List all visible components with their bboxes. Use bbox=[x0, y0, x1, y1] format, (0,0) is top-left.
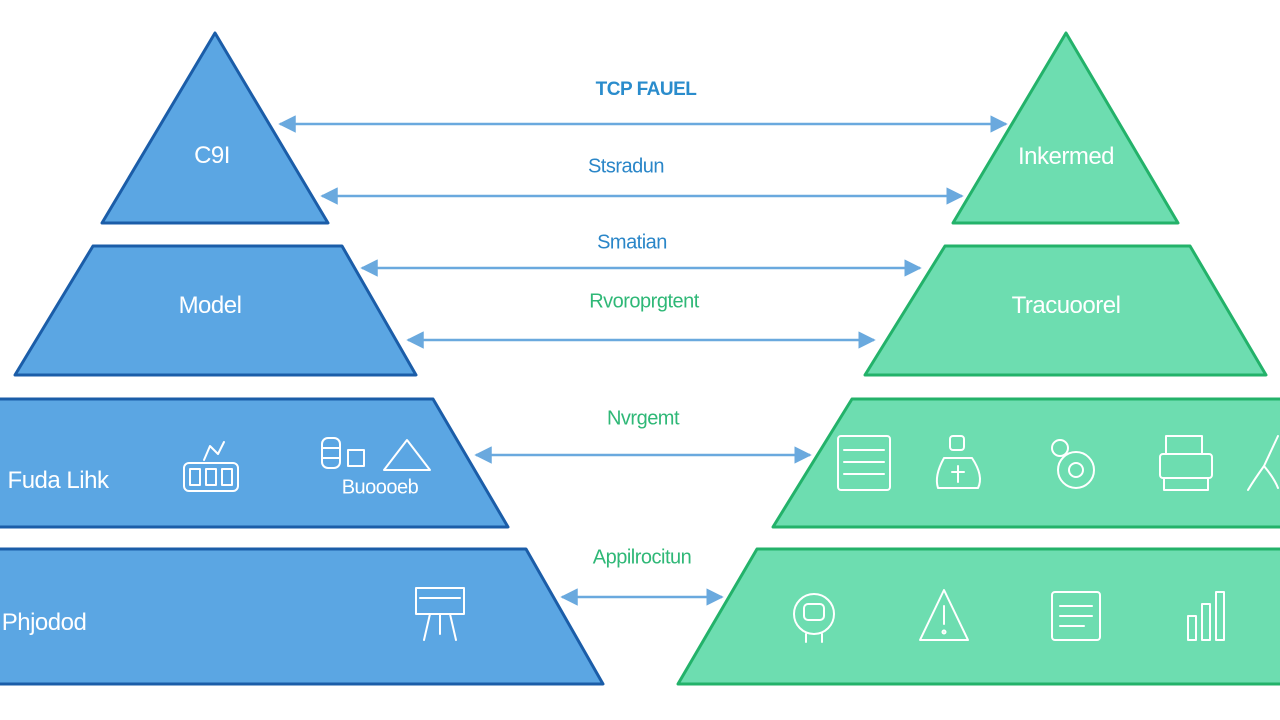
right-pyramid-layer-1 bbox=[951, 31, 1180, 225]
database-icon bbox=[321, 437, 365, 469]
gear-person-gear bbox=[1057, 451, 1095, 489]
circuit-board-icon bbox=[183, 441, 239, 492]
right-pyramid-layer-3 bbox=[771, 397, 1280, 529]
alert-triangle-outline bbox=[919, 589, 969, 641]
gear-person-head bbox=[1051, 439, 1069, 457]
circuit-board-chip-a bbox=[189, 468, 201, 486]
pipette-shape bbox=[1247, 435, 1279, 491]
right-pyramid-layer-2 bbox=[863, 244, 1268, 377]
left-layer-4-label: Phjodod bbox=[1, 609, 87, 636]
document-icon bbox=[1051, 591, 1101, 641]
document-page bbox=[1051, 591, 1101, 641]
bar-chart-bar-a bbox=[1187, 615, 1197, 641]
connection-4-label: Rvoroprgtent bbox=[589, 290, 699, 313]
left-pyramid-layer-1 bbox=[100, 31, 330, 225]
printer-tray bbox=[1163, 477, 1209, 491]
robot-face bbox=[803, 603, 825, 621]
left-pyramid-layer-2 bbox=[13, 244, 418, 377]
left-pyramid-layer-4 bbox=[0, 547, 605, 686]
alert-triangle-dot bbox=[941, 629, 947, 635]
left-layer-3-label: Fuda Lihk bbox=[7, 467, 109, 494]
bar-chart-bar-c bbox=[1215, 591, 1225, 641]
pipette-icon bbox=[1247, 435, 1279, 491]
circuit-board-chip-c bbox=[221, 468, 233, 486]
alert-triangle-icon bbox=[919, 589, 969, 641]
money-bag-tag bbox=[949, 435, 965, 451]
left-layer-2-label: Model bbox=[178, 292, 242, 319]
sign-board-icon bbox=[415, 587, 465, 641]
database-body bbox=[321, 437, 341, 469]
sign-board-legs bbox=[423, 613, 457, 641]
bar-chart-bar-b bbox=[1201, 603, 1211, 641]
bar-chart-icon bbox=[1187, 591, 1225, 641]
robot-head bbox=[793, 593, 835, 635]
circuit-board-chip-b bbox=[205, 468, 217, 486]
left-layer-3-icon-caption: Buoooeb bbox=[341, 476, 419, 499]
printer-icon bbox=[1159, 435, 1213, 491]
money-bag-icon bbox=[935, 435, 981, 489]
diagram-title: TCP FAUEL bbox=[595, 79, 697, 100]
left-layer-1-label: C9I bbox=[194, 142, 230, 169]
warning-triangle-icon bbox=[383, 439, 431, 471]
right-layer-2-label: Tracuoorel bbox=[1011, 292, 1121, 319]
connection-6-label: Appilrocitun bbox=[592, 546, 692, 569]
warning-triangle-outline bbox=[383, 439, 431, 471]
robot-icon bbox=[793, 593, 835, 643]
server-body bbox=[837, 435, 891, 491]
gear-person-icon bbox=[1051, 439, 1095, 489]
server-icon bbox=[837, 435, 891, 491]
database-side-box bbox=[347, 449, 365, 467]
connection-2-label: Stsradun bbox=[587, 155, 665, 178]
connection-3-label: Smatian bbox=[597, 231, 667, 254]
connection-5-label: Nvrgemt bbox=[606, 407, 680, 430]
money-bag-body bbox=[935, 457, 981, 489]
gear-person-hub bbox=[1068, 462, 1084, 478]
robot-neck bbox=[805, 633, 823, 643]
circuit-board-antenna bbox=[203, 441, 225, 461]
money-bag-symbol bbox=[951, 465, 965, 483]
right-pyramid-layer-4 bbox=[676, 547, 1280, 686]
right-layer-1-label: Inkermed bbox=[1017, 143, 1115, 170]
left-pyramid-layer-3 bbox=[0, 397, 510, 529]
circuit-board-body bbox=[183, 462, 239, 492]
